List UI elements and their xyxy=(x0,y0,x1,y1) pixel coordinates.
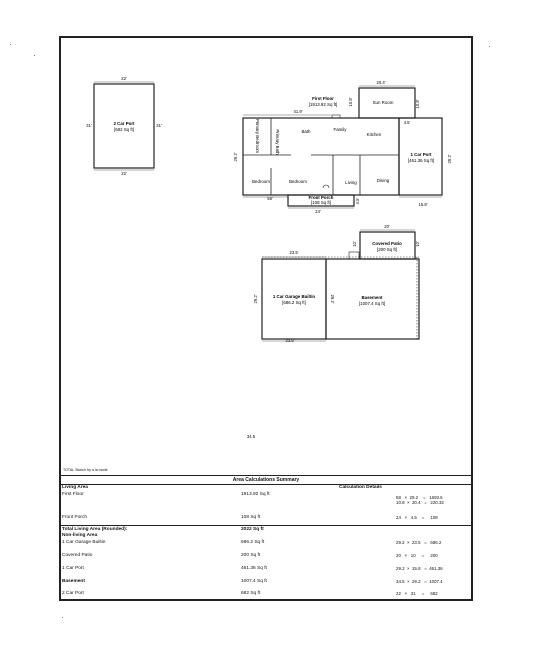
row-area: 108 Sq ft xyxy=(241,515,261,520)
first-floor-area: [1913.92 Sq ft] xyxy=(309,102,338,107)
row-name: Total Living Area (Rounded): xyxy=(62,527,128,532)
row-area: 461.36 Sq ft xyxy=(241,566,267,571)
row-calc: 29.2 × 15.8 = 461.36 xyxy=(396,566,443,571)
dim-sun-left: 10.8' xyxy=(348,97,353,106)
row-calc: 29.2 × 23.5 = 686.2 xyxy=(396,540,442,545)
primary-bedroom-label: Primary Bedroom xyxy=(255,119,260,154)
dim-garage-right: 29.2' xyxy=(330,295,335,304)
calc-details-heading: Calculation Details xyxy=(339,485,382,490)
scan-speck xyxy=(489,46,490,47)
dim-porch-bottom: 24' xyxy=(315,209,321,214)
dim-patio-left: 10' xyxy=(352,241,357,247)
dim-house-left: 29.2' xyxy=(233,152,238,161)
total-living-row: Total Living Area (Rounded): 2022 Sq ft xyxy=(61,527,471,535)
sketch-credit: TOTAL Sketch by a la mode xyxy=(63,468,108,472)
first-floor-title: First Floor xyxy=(312,96,334,101)
row-calc: 24 × 4.5 = 108 xyxy=(396,515,438,520)
bedroom-left-label: Bedroom xyxy=(252,179,270,184)
dim-sun-right: 10.8' xyxy=(415,99,420,108)
row-name: 2 Car Port xyxy=(62,591,84,596)
dim-carport2-top: 22' xyxy=(121,76,127,81)
stray-dimension: 34.5 xyxy=(247,434,256,439)
row-calc: 20 × 10 = 200 xyxy=(396,553,438,558)
summary-title: Area Calculations Summary xyxy=(61,476,471,485)
dim-carport1-right: 29.2' xyxy=(447,154,452,163)
row-name: Covered Patio xyxy=(62,553,93,558)
bedroom-mid-label: Bedroom xyxy=(289,179,307,184)
scan-speck xyxy=(10,44,11,45)
carport1-outline xyxy=(398,117,443,196)
dim-sun-top: 20.4' xyxy=(377,80,386,85)
row-name: First Floor xyxy=(62,492,84,497)
basement-title: Basement xyxy=(362,295,384,300)
carport2-area: [682 Sq ft] xyxy=(114,127,134,132)
divider xyxy=(61,525,471,526)
bath-label: Bath xyxy=(301,129,311,134)
summary-row: 1 Car Port 461.36 Sq ft 29.2 × 15.8 = 46… xyxy=(61,566,471,574)
dim-house-top: 41.9' xyxy=(294,109,303,114)
garage-area: [686.2 Sq ft] xyxy=(282,300,306,305)
front-porch-title: Front Porch xyxy=(309,195,334,200)
floor-plan: 22' 22' 31' 31' 2 Car Port [682 Sq ft] 2… xyxy=(86,76,452,439)
patio-area: [200 Sq ft] xyxy=(377,247,397,252)
row-calc: 58 × 29.2 = 1693.6 10.8 × 20.4 = 220.32 xyxy=(396,495,444,505)
row-area: 686.2 Sq ft xyxy=(241,540,265,545)
summary-row: Front Porch 108 Sq ft 24 × 4.5 = 108 xyxy=(61,515,471,523)
dim-patio-top: 20' xyxy=(384,224,390,229)
row-name: Front Porch xyxy=(62,515,88,520)
dim-carport2-right: 31' xyxy=(156,123,162,128)
summary-row: Covered Patio 200 Sq ft 20 × 10 = 200 xyxy=(61,553,471,561)
dim-carport2-bottom: 22' xyxy=(121,171,127,176)
dining-label: Dining xyxy=(377,178,390,183)
kitchen-label: Kitchen xyxy=(367,132,382,137)
carport2-outline xyxy=(93,83,155,169)
living-area-header: Living Area Calculation Details xyxy=(61,485,471,493)
row-calc: 34.5 × 29.2 = 1007.4 xyxy=(396,579,443,584)
row-name: Non-living Area xyxy=(62,533,98,538)
family-label: Family xyxy=(334,127,348,132)
patio-outline xyxy=(359,231,416,260)
scan-speck xyxy=(62,617,63,618)
carport1-title: 1 Car Port xyxy=(411,152,433,157)
patio-title: Covered Patio xyxy=(372,241,402,246)
dim-garage-bottom: 23.5' xyxy=(286,338,295,343)
row-area: 682 Sq ft xyxy=(241,591,261,596)
row-area: 1007.4 Sq ft xyxy=(241,579,267,584)
row-area: 2022 Sq ft xyxy=(241,527,264,532)
row-name: Basement xyxy=(62,579,85,584)
carport2-title: 2 Car Port xyxy=(114,121,136,126)
dim-patio-right: 10' xyxy=(415,241,420,247)
dim-carport2-left: 31' xyxy=(86,123,92,128)
sketch-page: 22' 22' 31' 31' 2 Car Port [682 Sq ft] 2… xyxy=(59,36,473,601)
front-porch-area: [108 Sq ft] xyxy=(311,200,331,205)
summary-row: 2 Car Port 682 Sq ft 22 × 31 = 682 xyxy=(61,591,471,599)
non-living-header: Non-living Area xyxy=(61,533,471,541)
dim-house-bottom: 58' xyxy=(267,196,273,201)
living-area-heading: Living Area xyxy=(62,485,88,490)
row-name: 1 Car Garage Builtin xyxy=(62,540,106,545)
dim-carport1-top: 4.5' xyxy=(404,120,411,125)
row-area: 200 Sq ft xyxy=(241,553,261,558)
sun-room-label: Sun Room xyxy=(373,100,394,105)
area-summary: TOTAL Sketch by a la mode Area Calculati… xyxy=(61,468,471,600)
dim-garage-left: 29.2' xyxy=(253,294,258,303)
dim-porch-right: 4.5' xyxy=(355,197,360,204)
row-name: 1 Car Port xyxy=(62,566,84,571)
summary-row: First Floor 1913.92 Sq ft 58 × 29.2 = 16… xyxy=(61,492,471,505)
dim-garage-top: 23.5' xyxy=(290,250,299,255)
garage-outline xyxy=(261,258,327,340)
garage-title: 1 Car Garage Builtin xyxy=(273,294,316,299)
living-label: Living xyxy=(345,180,357,185)
dim-carport1-bottom: 15.8' xyxy=(419,202,428,207)
row-area: 1913.92 Sq ft xyxy=(241,492,270,497)
porch-outline xyxy=(287,194,355,207)
basement-area: [1007.4 Sq ft] xyxy=(359,301,385,306)
summary-row: 1 Car Garage Builtin 686.2 Sq ft 29.2 × … xyxy=(61,540,471,548)
carport1-area: [461.36 Sq ft] xyxy=(408,158,434,163)
scan-speck xyxy=(34,55,35,56)
row-calc: 22 × 31 = 682 xyxy=(396,591,438,596)
summary-row: Basement 1007.4 Sq ft 34.5 × 29.2 = 1007… xyxy=(61,579,471,587)
primary-bath-label: Primary Bath xyxy=(275,129,280,155)
